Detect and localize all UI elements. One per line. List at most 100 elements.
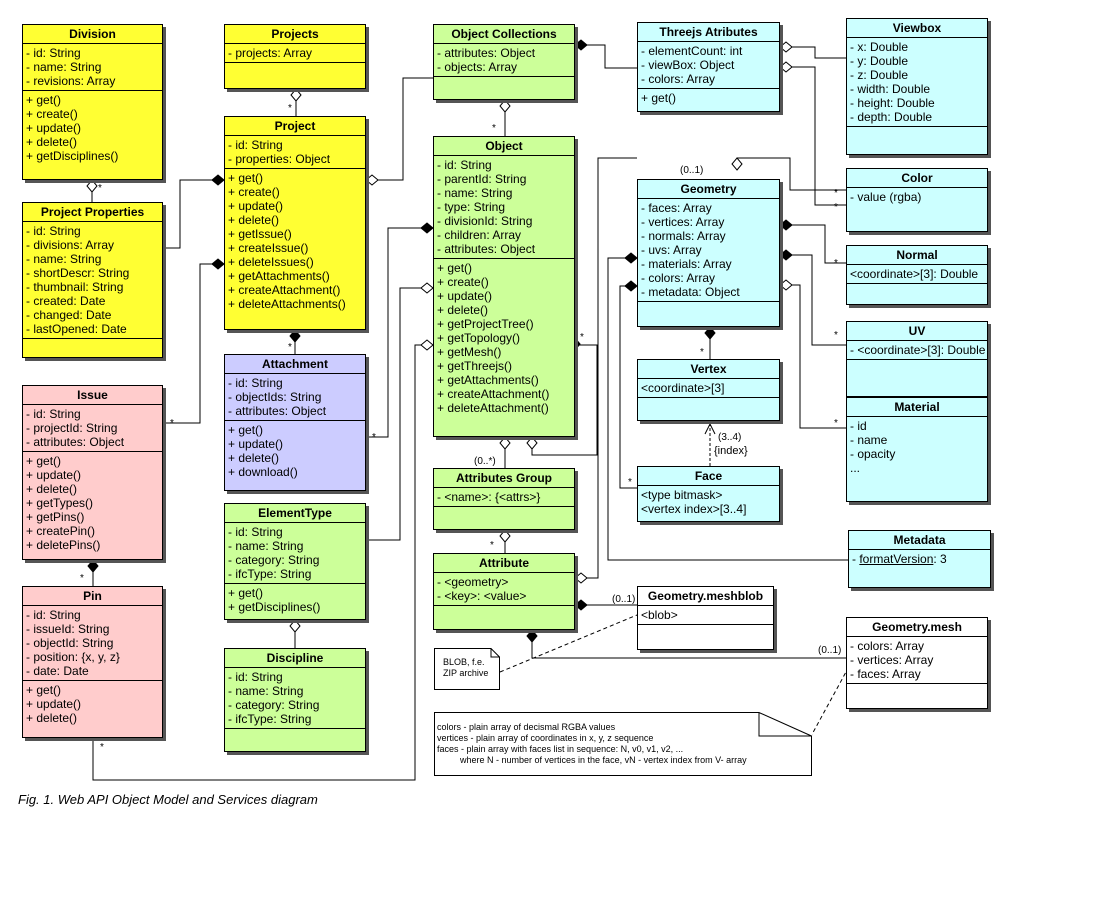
attr: - <name>: {<attrs>}	[437, 490, 541, 504]
op: + createIssue()	[228, 241, 309, 255]
op: + delete()	[228, 451, 280, 465]
operations: + get() + create() + update() + delete()…	[23, 91, 162, 165]
attr: - height: Double	[850, 96, 935, 110]
attr: - ifcType: String	[228, 567, 312, 581]
operations	[225, 63, 365, 81]
attr: - faces: Array	[641, 201, 712, 215]
attr: <blob>	[641, 608, 678, 622]
operations: + get() + getDisciplines()	[225, 584, 365, 616]
attr: - projectId: String	[26, 421, 118, 435]
operations	[847, 360, 987, 378]
class-attachment: Attachment - id: String - objectIds: Str…	[224, 354, 366, 491]
attr: - lastOpened: Date	[26, 322, 127, 336]
attr: - colors: Array	[641, 72, 716, 86]
attr: - revisions: Array	[26, 74, 116, 88]
attr: - vertices: Array	[850, 653, 934, 667]
class-title: Geometry.meshblob	[638, 587, 773, 606]
op: + get()	[26, 93, 62, 107]
multiplicity-label: *	[492, 123, 496, 134]
class-title: Issue	[23, 386, 162, 405]
attr: ...	[850, 461, 861, 475]
attr: - <coordinate>[3]: Double	[850, 343, 986, 357]
multiplicity-label: *	[288, 103, 292, 114]
attr: <vertex index>[3..4]	[641, 502, 747, 516]
op: + get()	[228, 586, 264, 600]
op: + getThreejs()	[437, 359, 513, 373]
class-title: Viewbox	[847, 19, 987, 38]
attr: - attributes: Object	[437, 242, 536, 256]
op: + deleteAttachment()	[437, 401, 549, 415]
class-title: Discipline	[225, 649, 365, 668]
attr-value: : 3	[933, 552, 947, 566]
multiplicity-label: *	[700, 347, 704, 358]
op: + getDisciplines()	[26, 149, 119, 163]
class-geometry-mesh: Geometry.mesh - colors: Array - vertices…	[846, 617, 988, 709]
op: + getMesh()	[437, 345, 502, 359]
class-title: Geometry.mesh	[847, 618, 987, 637]
attr: - name: String	[437, 186, 513, 200]
attr: - children: Array	[437, 228, 522, 242]
attributes: - id: String - divisions: Array - name: …	[23, 222, 162, 339]
attr: - objectId: String	[26, 636, 114, 650]
op: + delete()	[26, 711, 78, 725]
attr: - type: String	[437, 200, 506, 214]
multiplicity-label: *	[834, 418, 838, 429]
attributes: <coordinate>[3]: Double	[847, 265, 987, 284]
attr: - value (rgba)	[850, 190, 922, 204]
operations	[225, 729, 365, 747]
attributes: - projects: Array	[225, 44, 365, 63]
attr: - projects: Array	[228, 46, 313, 60]
class-title: Material	[847, 398, 987, 417]
attributes: - id: String - properties: Object	[225, 136, 365, 169]
operations	[434, 507, 574, 525]
attr: - category: String	[228, 553, 320, 567]
multiplicity-label: (0..*)	[474, 456, 496, 467]
multiplicity-label: *	[628, 477, 632, 488]
attributes: - id - name - opacity ...	[847, 417, 987, 477]
class-title: Threejs Atributes	[638, 23, 779, 42]
operations: + get() + create() + update() + delete()…	[434, 259, 574, 417]
op: + create()	[26, 107, 78, 121]
attributes: - <geometry> - <key>: <value>	[434, 573, 574, 606]
class-projects: Projects - projects: Array	[224, 24, 366, 89]
operations	[434, 606, 574, 624]
attr: - id: String	[228, 376, 283, 390]
attr: - metadata: Object	[641, 285, 740, 299]
multiplicity-label: *	[98, 183, 102, 194]
operations: + get() + update() + delete() + getTypes…	[23, 452, 162, 554]
attr: - id: String	[437, 158, 492, 172]
class-threejs-attributes: Threejs Atributes - elementCount: int - …	[637, 22, 780, 112]
note-line: where N - number of vertices in the face…	[460, 755, 747, 765]
multiplicity-label: *	[170, 418, 174, 429]
attr: - <key>: <value>	[437, 589, 527, 603]
operations: + get()	[638, 89, 779, 107]
op: + update()	[26, 121, 82, 135]
op: + createPin()	[26, 524, 96, 538]
op: + update()	[228, 199, 284, 213]
attr: - faces: Array	[850, 667, 921, 681]
op: + create()	[437, 275, 489, 289]
attr: - id: String	[26, 224, 81, 238]
attr-name: formatVersion	[859, 552, 934, 566]
op: + get()	[26, 454, 62, 468]
multiplicity-label: (0..1)	[818, 645, 842, 656]
op: + getAttachments()	[437, 373, 539, 387]
multiplicity-label: *	[100, 742, 104, 753]
attributes: - id: String - name: String - category: …	[225, 668, 365, 729]
attributes: - id: String - parentId: String - name: …	[434, 156, 574, 259]
attributes: - value (rgba)	[847, 188, 987, 206]
class-object: Object - id: String - parentId: String -…	[433, 136, 575, 437]
class-geometry-meshblob: Geometry.meshblob <blob>	[637, 586, 774, 650]
op: + createAttachment()	[228, 283, 341, 297]
attr: - thumbnail: String	[26, 280, 124, 294]
attr: - name: String	[26, 252, 102, 266]
attr: - shortDescr: String	[26, 266, 130, 280]
class-face: Face <type bitmask> <vertex index>[3..4]	[637, 466, 780, 522]
attributes: - id: String - name: String - category: …	[225, 523, 365, 584]
attr: - materials: Array	[641, 257, 732, 271]
operations: + get() + update() + delete()	[23, 681, 162, 727]
attr: - colors: Array	[850, 639, 925, 653]
attributes: - attributes: Object - objects: Array	[434, 44, 574, 77]
attr: - formatVersion: 3	[852, 552, 947, 566]
attr: - name: String	[26, 60, 102, 74]
